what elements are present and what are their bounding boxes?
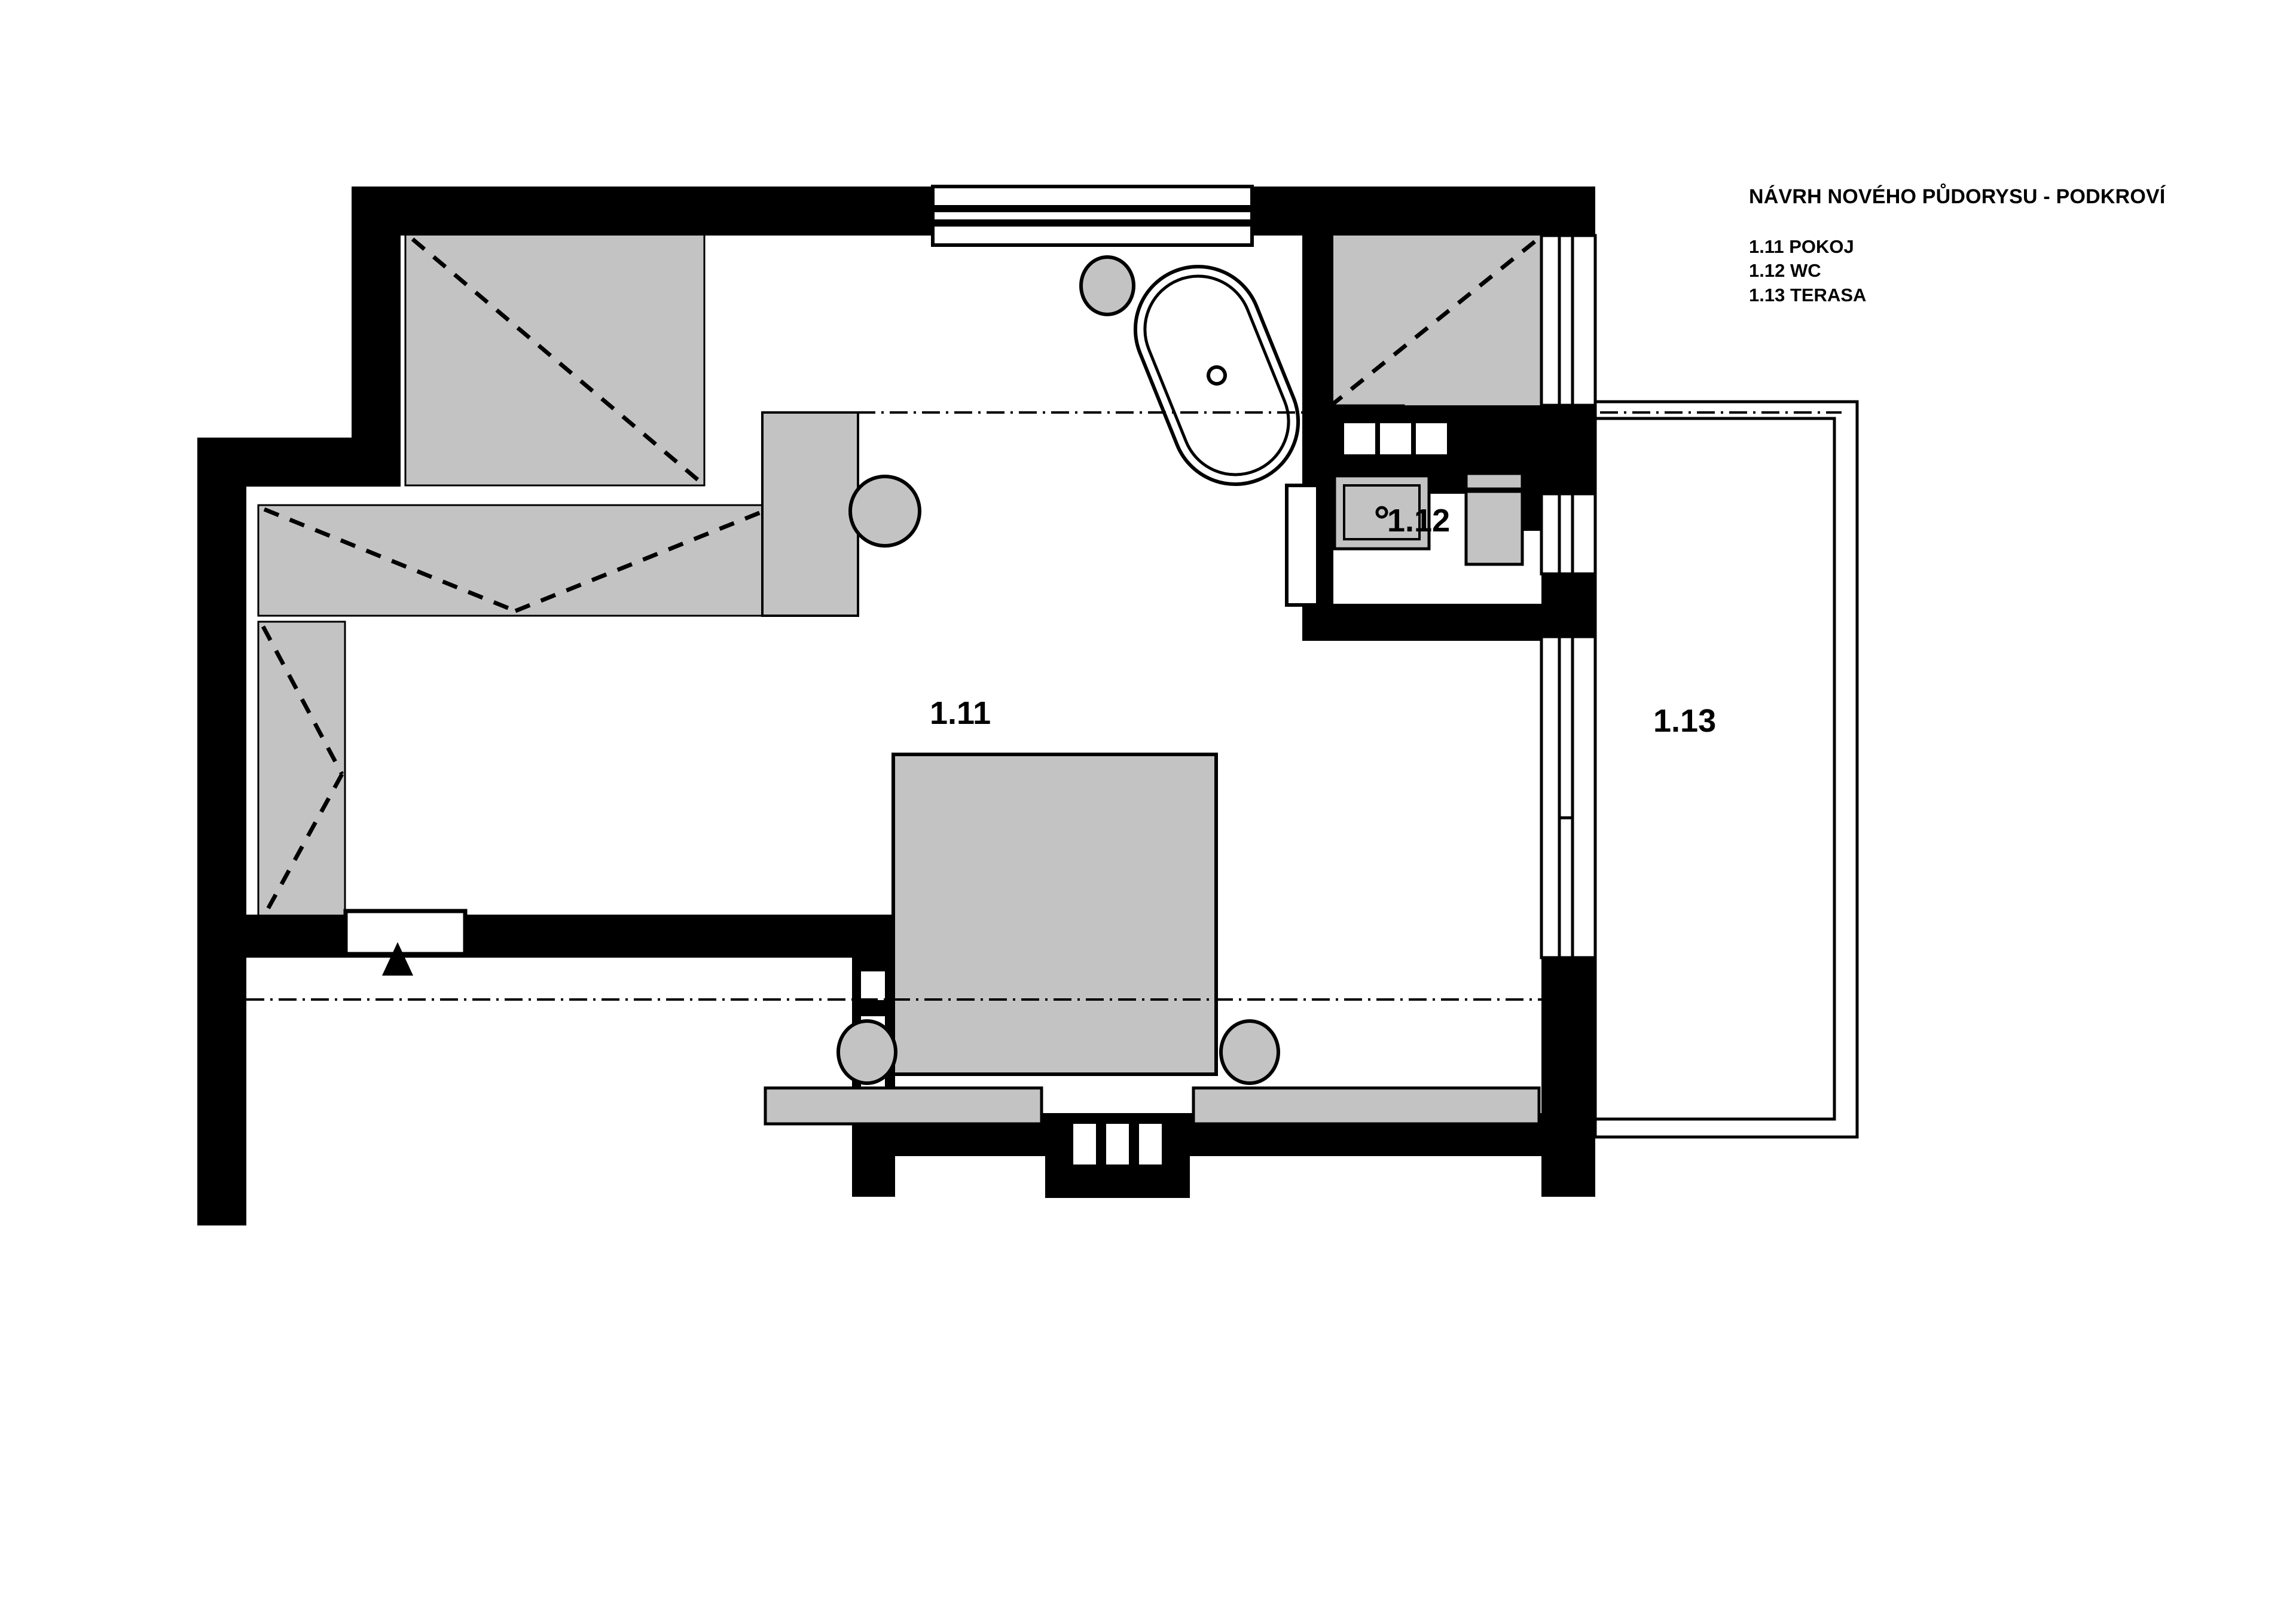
wc-niche-3 (1416, 423, 1447, 454)
wall-east-top-cap (1541, 187, 1595, 236)
washbasin-drain (1375, 506, 1388, 519)
flue-opening-4 (788, 361, 817, 390)
windows-and-doors (343, 185, 1597, 959)
section-arrow (382, 942, 413, 976)
roof-hip-line-left-a (261, 625, 344, 775)
wc-niche-2 (1380, 423, 1411, 454)
wall-left-lower (197, 438, 246, 1225)
east-glazing-lower (1540, 635, 1597, 959)
nightstand-left (836, 1019, 897, 1085)
cabinet-left (764, 1086, 1043, 1126)
opening-lower-left (343, 909, 468, 956)
bathtub (1133, 265, 1300, 486)
wall-east-seg-c (1541, 958, 1595, 1197)
chimney-flue-1 (1073, 1124, 1096, 1164)
window-top-band-3 (931, 223, 1254, 247)
toilet-fixture (1464, 472, 1524, 566)
bed (891, 753, 1218, 1076)
wall-wc-south (1302, 604, 1595, 641)
legend: NÁVRH NOVÉHO PŮDORYSU - PODKROVÍ 1.11 PO… (1749, 185, 2203, 307)
roof-hip-line-band-a (263, 507, 517, 613)
roof-slope-topleft (404, 233, 706, 487)
legend-title: NÁVRH NOVÉHO PŮDORYSU - PODKROVÍ (1749, 185, 2166, 208)
roof-slope-left-vertical (257, 621, 346, 922)
legend-item-1-13: 1.13 TERASA (1749, 284, 1867, 305)
east-glazing-upper (1540, 234, 1597, 407)
flue-opening-2 (712, 418, 739, 447)
cabinet-right (1192, 1086, 1541, 1126)
walls (197, 187, 1595, 1225)
roof-slope-left-band (257, 504, 774, 617)
terrace-outline (1593, 400, 1859, 1139)
door-wc-opening (1285, 484, 1320, 607)
wall-east-seg-a (1541, 405, 1595, 494)
chimney-flue-3 (1139, 1124, 1162, 1164)
roof-hip-line-topleft (411, 237, 701, 483)
furniture (761, 255, 1541, 1126)
window-top-band-2 (931, 209, 1254, 223)
section-lines (246, 239, 1842, 1001)
legend-item-1-11: 1.11 POKOJ (1749, 236, 1854, 257)
chimney-flue-2 (1106, 1124, 1129, 1164)
round-stool (1079, 255, 1135, 316)
wall-interior-south-left (246, 915, 893, 958)
flue-opening-3 (712, 450, 739, 478)
flue-opening-1 (712, 372, 739, 401)
wall-top-left (352, 187, 951, 236)
legend-item-1-12: 1.12 WC (1749, 260, 1821, 282)
roof-hip-line-band-b (514, 507, 770, 613)
window-top-band-1 (931, 185, 1254, 209)
wall-niche-v-1 (861, 971, 885, 1000)
nightstand-right (1219, 1019, 1280, 1085)
room-label-1-11: 1.11 (930, 695, 991, 731)
wall-left-upper (352, 187, 401, 438)
washbasin-fixture (1333, 474, 1431, 551)
wardrobe (761, 411, 859, 617)
east-glazing-middle (1540, 492, 1597, 576)
roof-hip-line-topright (1328, 237, 1540, 408)
wc-niche-1 (1344, 423, 1375, 454)
toilet-cistern (1464, 472, 1524, 491)
toilet-bowl (1464, 490, 1524, 566)
room-label-1-12: 1.12 (1387, 503, 1451, 539)
wall-top-right (1250, 187, 1595, 236)
terrace-railing-inner (1593, 417, 1836, 1121)
room-label-1-13: 1.13 (1653, 703, 1717, 739)
bathtub-drain (1207, 365, 1227, 386)
round-table (848, 475, 921, 548)
